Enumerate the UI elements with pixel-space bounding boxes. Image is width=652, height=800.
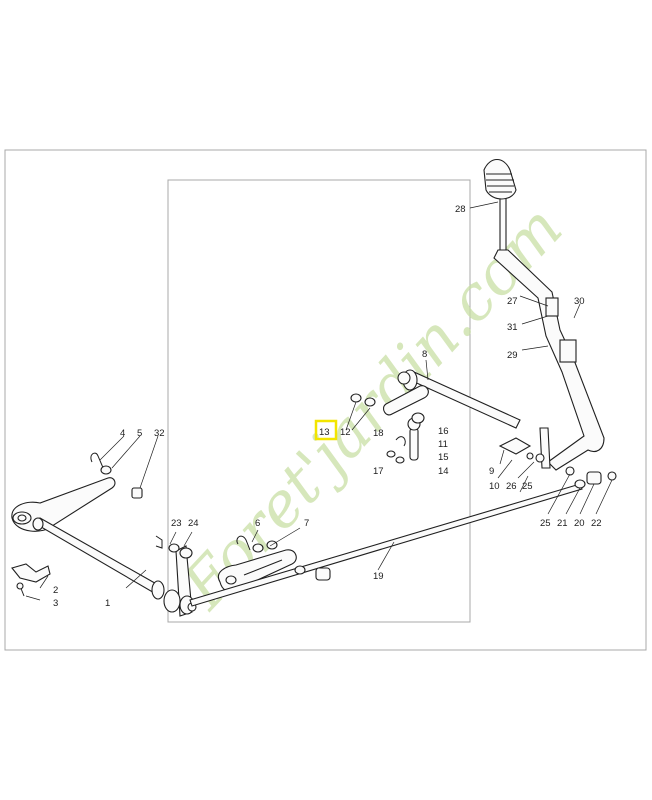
main-shaft xyxy=(32,517,165,600)
callout-27: 27 xyxy=(507,296,518,307)
callout-15: 15 xyxy=(438,452,449,463)
hub-washer xyxy=(163,589,181,613)
rod-adjusters xyxy=(526,452,617,489)
callout-22: 22 xyxy=(591,518,602,529)
callout-10: 10 xyxy=(489,481,500,492)
callout-25b: 25 xyxy=(540,518,551,529)
callout-12: 12 xyxy=(340,427,351,438)
callout-23: 23 xyxy=(171,518,182,529)
callout-13: 13 xyxy=(319,427,330,438)
callout-30: 30 xyxy=(574,296,585,307)
callout-32: 32 xyxy=(154,428,165,439)
callout-24: 24 xyxy=(188,518,199,529)
callout-11: 11 xyxy=(438,439,448,450)
assembly-drawing xyxy=(11,158,617,617)
callout-20: 20 xyxy=(574,518,585,529)
callout-29: 29 xyxy=(507,350,518,361)
callout-28: 28 xyxy=(455,204,466,215)
control-lever xyxy=(493,195,605,471)
callout-14: 14 xyxy=(438,466,449,477)
pins-and-washers xyxy=(90,452,331,581)
callout-21: 21 xyxy=(557,518,568,529)
callout-1: 1 xyxy=(105,598,110,609)
lever-bracket xyxy=(498,427,551,469)
highlight-box xyxy=(314,419,338,441)
callout-9: 9 xyxy=(489,466,494,477)
callout-6: 6 xyxy=(255,518,260,529)
callout-25a: 25 xyxy=(522,481,533,492)
lever-knob xyxy=(483,158,517,200)
callout-5: 5 xyxy=(137,428,142,439)
mount-bracket xyxy=(11,563,51,597)
callout-17: 17 xyxy=(373,466,384,477)
centre-hardware xyxy=(350,393,425,464)
callout-8: 8 xyxy=(422,349,427,360)
callout-31: 31 xyxy=(507,322,518,333)
callout-26: 26 xyxy=(506,481,517,492)
callout-7: 7 xyxy=(304,518,309,529)
callout-labels: 1 2 3 4 5 6 7 8 9 10 11 12 13 14 15 16 1… xyxy=(53,204,602,609)
callout-2: 2 xyxy=(53,585,58,596)
upper-link-arm xyxy=(383,371,429,416)
callout-3: 3 xyxy=(53,598,58,609)
callout-19: 19 xyxy=(373,571,384,582)
callout-16: 16 xyxy=(438,426,449,437)
callout-4: 4 xyxy=(120,428,125,439)
left-pivot-arm xyxy=(11,477,116,532)
outer-frame xyxy=(4,149,647,651)
leader-lines xyxy=(25,201,613,601)
long-rod xyxy=(189,483,583,607)
callout-18: 18 xyxy=(373,428,384,439)
